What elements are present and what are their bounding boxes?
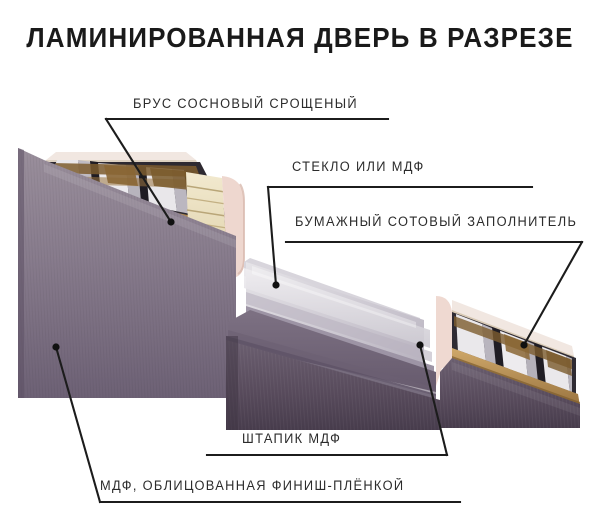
callout-label-pine-beam: БРУС СОСНОВЫЙ СРОЩЕНЫЙ [133, 96, 358, 111]
left-top-skin [46, 152, 196, 160]
mdf-bead-top [228, 310, 436, 392]
callout-label-glass-or-mdf: СТЕКЛО ИЛИ МДФ [292, 159, 425, 174]
callout-label-mdf-finish-film: МДФ, ОБЛИЦОВАННАЯ ФИНИШ-ПЛЁНКОЙ [100, 478, 405, 493]
callout-label-paper-honeycomb-filler: БУМАЖНЫЙ СОТОВЫЙ ЗАПОЛНИТЕЛЬ [295, 214, 578, 229]
callout-label-mdf-bead: ШТАПИК МДФ [242, 431, 342, 446]
page-title: ЛАМИНИРОВАННАЯ ДВЕРЬ В РАЗРЕЗЕ [26, 22, 574, 53]
